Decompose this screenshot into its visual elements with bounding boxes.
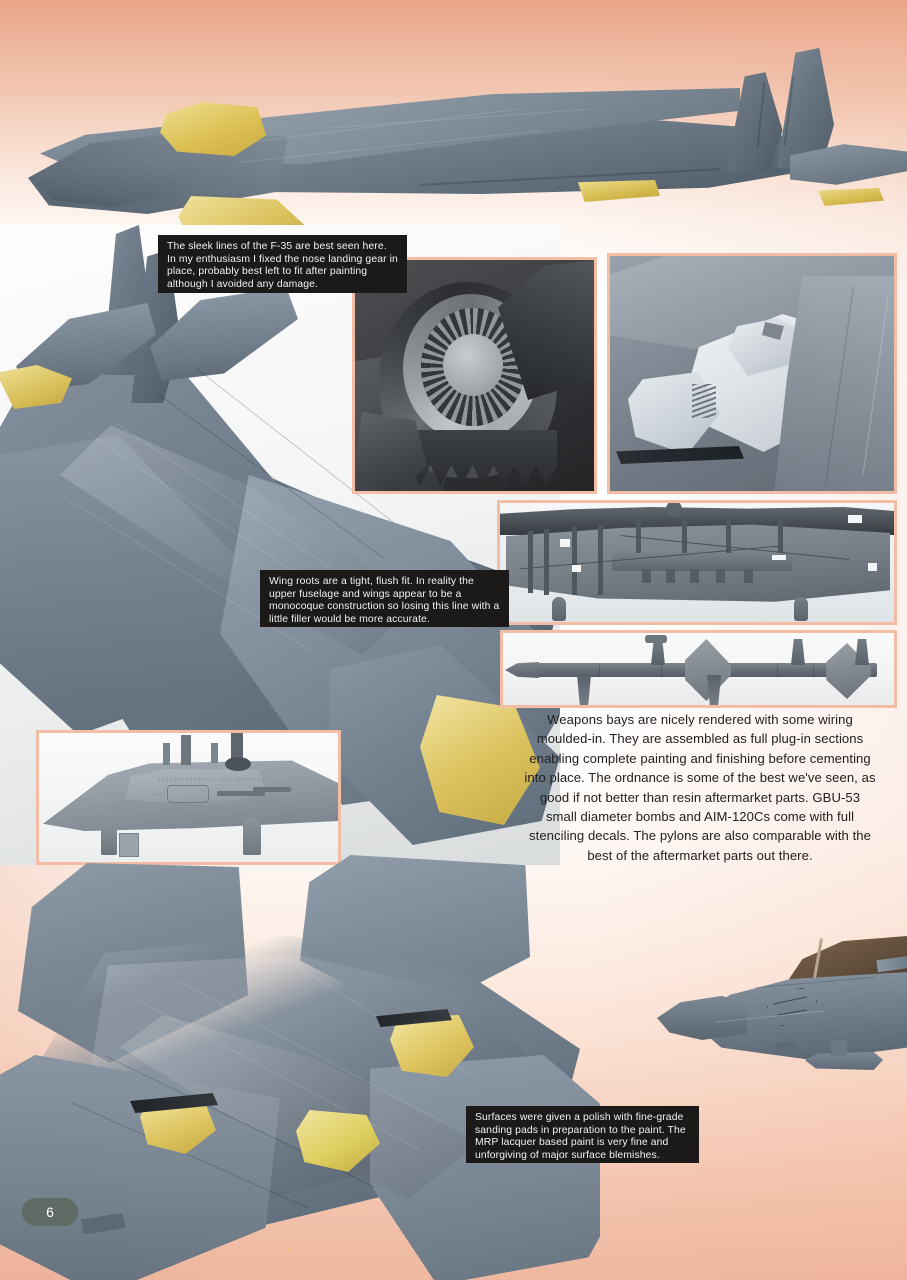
pylon-stub [666, 569, 675, 583]
photo-bay-detail-strip [497, 500, 897, 625]
photo-top-fuselage-tail [0, 20, 907, 255]
panel-line [813, 663, 814, 677]
sprue-gate [528, 531, 533, 593]
masking-tape [818, 188, 884, 206]
turbine-hub [443, 334, 503, 396]
rivet-line [159, 779, 269, 780]
bay-hinge-detail [762, 322, 784, 340]
photo-weapons-bay-interior [607, 253, 897, 494]
attachment-tab [572, 565, 581, 572]
pylon-attachment [577, 675, 591, 705]
pylon-attachment [651, 639, 665, 665]
peg [552, 597, 566, 621]
sprue-gate [726, 515, 731, 553]
missile-nose-cone [505, 662, 539, 678]
attachment-tab [560, 539, 570, 547]
pylon-stub [744, 569, 753, 583]
sprue-gate [598, 525, 603, 595]
page-number-badge: 6 [22, 1198, 78, 1226]
attachment-tab [772, 555, 786, 560]
louver-slot [253, 787, 291, 792]
underfuselage-pod [805, 1052, 883, 1070]
caption-wing-roots: Wing roots are a tight, flush fit. In re… [260, 570, 509, 627]
pylon-stub [642, 569, 651, 583]
photo-bottom-airframe [0, 855, 600, 1280]
masking-tape [288, 1249, 290, 1251]
sprue-post [225, 757, 251, 771]
sprue-gate [544, 529, 549, 595]
pylon-attachment [855, 639, 869, 665]
weapons-bays-body-copy: Weapons bays are nicely rendered with so… [524, 712, 876, 863]
photo-underside-wing [36, 730, 341, 865]
caption-nose-gear: The sleek lines of the F-35 are best see… [158, 235, 407, 293]
pylon-stub [690, 569, 699, 583]
attachment-tab [848, 515, 862, 523]
pylon-attachment [791, 639, 805, 665]
page-number: 6 [46, 1204, 54, 1220]
underwing-recess [167, 785, 209, 803]
sprue-post [163, 743, 170, 765]
panel-line [599, 663, 600, 677]
louver-slot [217, 791, 265, 796]
sprue-gate [572, 527, 577, 595]
panel-line [777, 663, 778, 677]
panel-line [661, 663, 662, 677]
caption-surfaces: Surfaces were given a polish with fine-g… [466, 1106, 699, 1163]
landing-gear-bay-door [119, 833, 139, 857]
attachment-tab [868, 563, 877, 571]
photo-nose-cockpit [655, 930, 907, 1110]
photo-exhaust-nozzle [352, 257, 597, 494]
nose-probe [775, 1042, 795, 1050]
pylon-attachment [707, 675, 721, 705]
sprue-post [181, 735, 191, 765]
sprue-gate [778, 515, 783, 553]
sprue-gate [636, 517, 641, 553]
bay-lower-slot [616, 446, 744, 464]
sprue-gate [682, 515, 687, 553]
masking-tape [578, 180, 660, 202]
sprue-post [211, 743, 218, 763]
nose-radome [657, 995, 747, 1040]
pylon-attachment [645, 635, 667, 643]
pod-pylon [831, 1040, 847, 1056]
pylon-stub [716, 569, 725, 583]
landing-gear-leg [243, 817, 261, 855]
bay-wiring [692, 384, 716, 418]
photo-ordnance-missile [500, 630, 897, 708]
bay-shelf-rail [612, 551, 792, 571]
peg [794, 597, 808, 621]
sprue-nub [666, 503, 682, 517]
landing-gear-leg [101, 821, 117, 855]
